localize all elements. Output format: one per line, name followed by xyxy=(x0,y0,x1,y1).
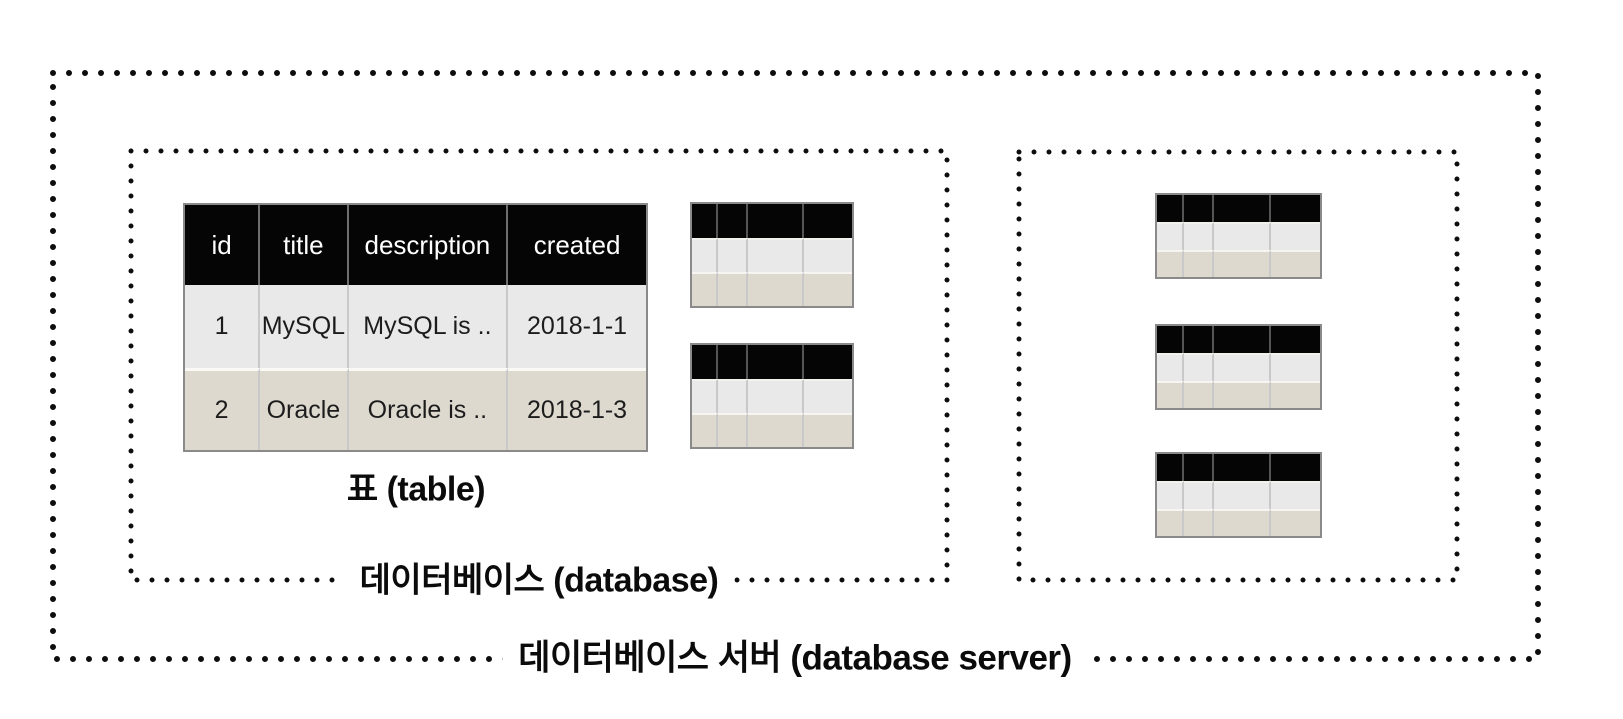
mini-table xyxy=(1155,193,1322,279)
mini-table-cell xyxy=(1157,454,1184,482)
mini-table-cell xyxy=(1271,380,1320,408)
mini-table-cell xyxy=(1157,249,1184,277)
sample-table-cell: 2 xyxy=(185,368,261,450)
mini-table-cell xyxy=(803,204,852,238)
sample-table-cell: 2018-1-3 xyxy=(508,368,646,450)
mini-table-cell xyxy=(1183,380,1215,408)
table-label: 표 (table) xyxy=(346,470,486,509)
mini-table-cell xyxy=(1183,454,1215,482)
mini-table-cell xyxy=(1183,249,1215,277)
mini-table-cell xyxy=(1214,481,1272,509)
mini-table-cell xyxy=(1271,481,1320,509)
mini-table xyxy=(690,202,854,308)
mini-table-cell xyxy=(747,238,804,272)
mini-table-cell xyxy=(1271,454,1320,482)
mini-table-cell xyxy=(1183,508,1215,536)
sample-table-header-id: id xyxy=(185,205,261,285)
mini-table-cell xyxy=(692,413,719,447)
mini-table-cell xyxy=(747,204,804,238)
mini-table-cell xyxy=(1214,454,1272,482)
mini-table-cell xyxy=(1214,249,1272,277)
mini-table-cell xyxy=(803,413,852,447)
mini-table-cell xyxy=(718,238,748,272)
mini-table-cell xyxy=(747,379,804,413)
mini-table-cell xyxy=(718,379,748,413)
mini-table-cell xyxy=(1157,195,1184,223)
mini-table-cell xyxy=(692,345,719,379)
mini-table-cell xyxy=(747,272,804,306)
mini-table-cell xyxy=(747,413,804,447)
mini-table-cell xyxy=(718,204,748,238)
mini-table xyxy=(690,343,854,449)
mini-table-cell xyxy=(1157,222,1184,250)
sample-table-cell: MySQL xyxy=(260,285,349,368)
mini-table-cell xyxy=(1157,508,1184,536)
mini-table-cell xyxy=(1214,326,1272,354)
mini-table-cell xyxy=(803,345,852,379)
mini-table xyxy=(1155,452,1322,538)
mini-table-cell xyxy=(1183,195,1215,223)
mini-table-cell xyxy=(1271,508,1320,536)
mini-table-cell xyxy=(1271,326,1320,354)
mini-table-cell xyxy=(1271,222,1320,250)
sample-table-cell: 1 xyxy=(185,285,261,368)
sample-table-header-created: created xyxy=(508,205,646,285)
mini-table-cell xyxy=(1271,353,1320,381)
mini-table-cell xyxy=(1271,195,1320,223)
mini-table-cell xyxy=(747,345,804,379)
mini-table xyxy=(1155,324,1322,410)
sample-table-header-description: description xyxy=(348,205,509,285)
mini-table-cell xyxy=(1271,249,1320,277)
mini-table-cell xyxy=(692,379,719,413)
mini-table-cell xyxy=(1214,380,1272,408)
sample-table-cell: Oracle xyxy=(260,368,349,450)
sample-table-header-title: title xyxy=(260,205,349,285)
mini-table-cell xyxy=(1214,353,1272,381)
sample-table-cell: MySQL is .. xyxy=(348,285,509,368)
sample-table-cell: Oracle is .. xyxy=(348,368,509,450)
mini-table-cell xyxy=(803,238,852,272)
mini-table-cell xyxy=(718,345,748,379)
mini-table-cell xyxy=(1214,195,1272,223)
mini-table-cell xyxy=(692,238,719,272)
mini-table-cell xyxy=(1183,481,1215,509)
mini-table-cell xyxy=(1214,222,1272,250)
mini-table-cell xyxy=(692,272,719,306)
database-server-label: 데이터베이스 서버 (database server) xyxy=(502,629,1088,681)
sample-table: id title description created 1 MySQL MyS… xyxy=(183,203,648,452)
mini-table-cell xyxy=(1183,326,1215,354)
mini-table-cell xyxy=(1157,326,1184,354)
mini-table-cell xyxy=(1157,380,1184,408)
sample-table-cell: 2018-1-1 xyxy=(508,285,646,368)
mini-table-cell xyxy=(718,413,748,447)
mini-table-cell xyxy=(803,272,852,306)
mini-table-cell xyxy=(1183,222,1215,250)
mini-table-cell xyxy=(692,204,719,238)
mini-table-cell xyxy=(1157,481,1184,509)
mini-table-cell xyxy=(803,379,852,413)
mini-table-cell xyxy=(1183,353,1215,381)
mini-table-cell xyxy=(1214,508,1272,536)
mini-table-cell xyxy=(718,272,748,306)
mini-table-cell xyxy=(1157,353,1184,381)
database-box-label: 데이터베이스 (database) xyxy=(343,552,735,602)
